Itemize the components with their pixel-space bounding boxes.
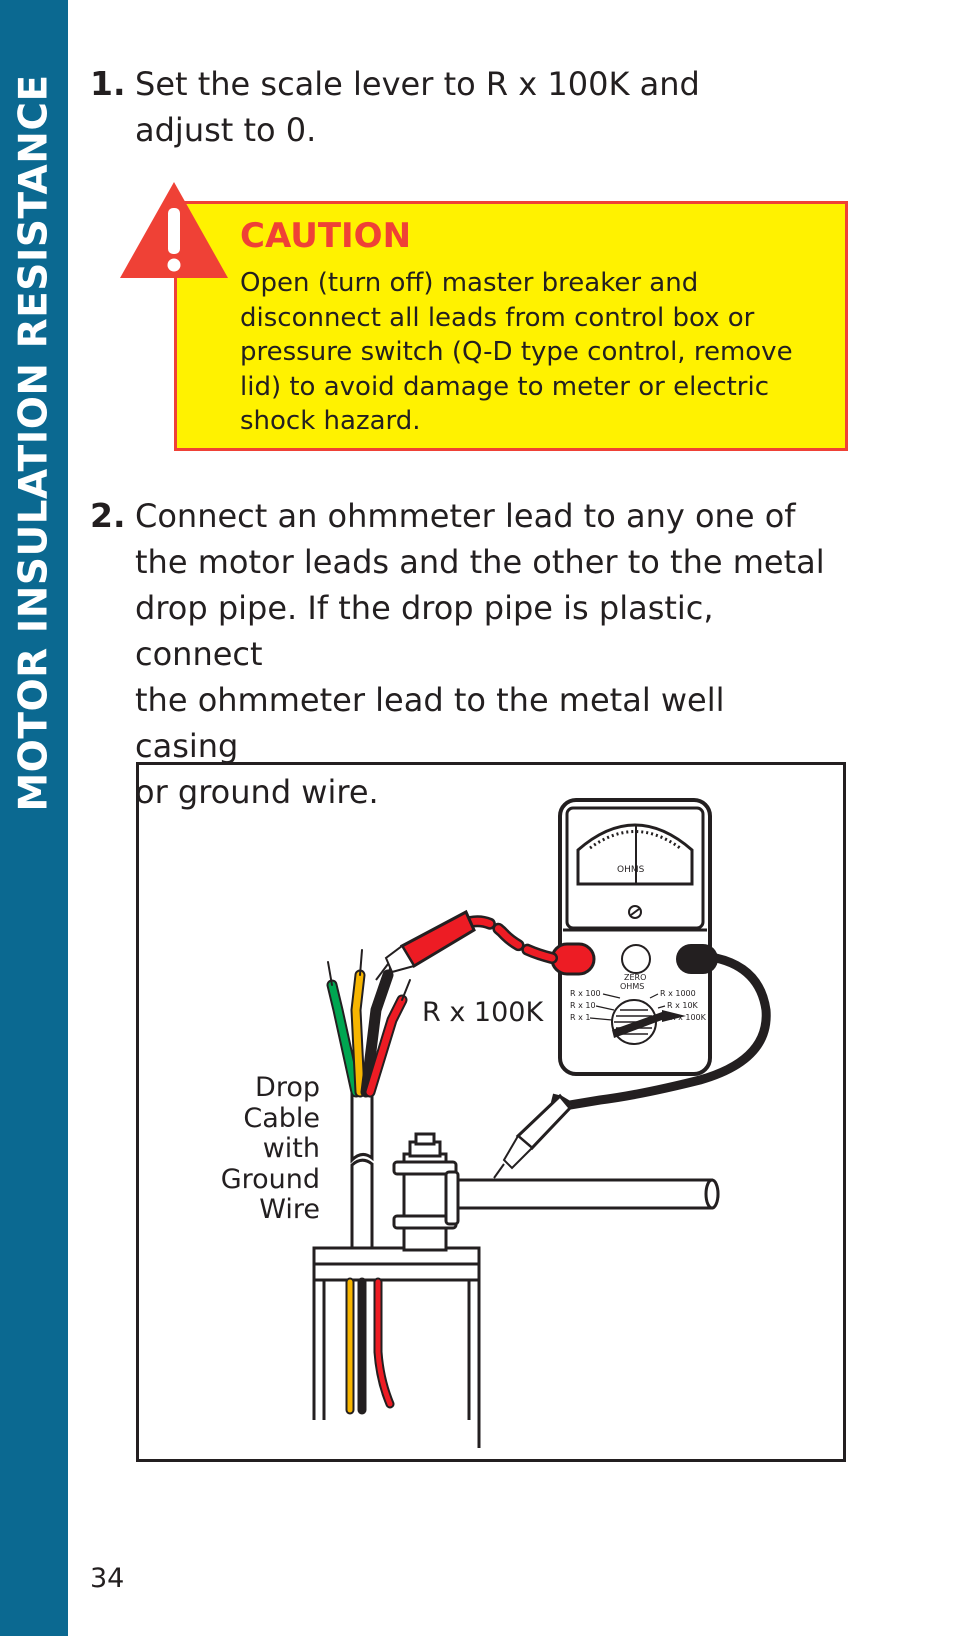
zero-label-line: ZERO [624,973,646,982]
step-line: adjust to 0. [135,111,317,149]
zero-label-line: OHMS [620,982,644,991]
step-line: or ground wire. [135,773,379,811]
drop-cable-label-line: Wire [259,1194,320,1225]
drop-cable-label: Drop Cable with Ground Wire [200,1072,320,1226]
step-text: Connect an ohmmeter lead to any one of t… [135,493,835,815]
drop-pipe [392,1132,720,1252]
step-text: Set the scale lever to R x 100K and adju… [135,61,835,153]
drop-cable-label-line: with [262,1133,320,1164]
range-label: R x 1000 [660,989,696,998]
well-casing [312,1246,481,1448]
warning-triangle-icon [120,182,228,278]
sidebar: MOTOR INSULATION RESISTANCE [0,0,68,1636]
step-number: 2. [90,496,126,535]
step-line: the ohmmeter lead to the metal well casi… [135,681,725,765]
caution-box [174,201,848,451]
casing-wires [345,1277,395,1415]
step-line: drop pipe. If the drop pipe is plastic, … [135,589,714,673]
black-test-lead [493,953,771,1179]
caution-line: pressure switch (Q-D type control, remov… [240,337,793,367]
ohmmeter: OHMS ZERO OHMS R x 100 R x 10 R x 1 R x … [550,798,718,1076]
range-label: R x 100 [570,989,601,998]
caution-line: lid) to avoid damage to meter or electri… [240,371,770,402]
drop-cable [350,1088,374,1250]
drop-cable-label-line: Cable [243,1102,320,1134]
cable-wires [326,949,411,1098]
step-line: Set the scale lever to R x 100K and [135,65,700,103]
range-label: R x 100K [670,1013,707,1022]
range-label: R x 10K [667,1001,699,1010]
caution-line: shock hazard. [240,406,421,436]
figure-frame [136,762,846,1462]
dial-label: OHMS [617,865,645,875]
range-label: R x 10 [570,1001,596,1010]
page-number: 34 [90,1563,125,1594]
caution-line: Open (turn off) master breaker and [240,268,699,298]
red-test-lead [375,909,558,981]
caution-text: Open (turn off) master breaker and disco… [240,266,840,439]
step-line: Connect an ohmmeter lead to any one of [135,497,796,535]
scale-setting-label: R x 100K [422,997,544,1028]
caution-line: disconnect all leads from control box or [240,302,755,333]
range-label: R x 1 [570,1013,590,1022]
drop-cable-label-line: Drop [255,1072,320,1103]
step-number: 1. [90,64,126,103]
caution-title: CAUTION [240,216,412,256]
drop-cable-label-line: Ground [220,1163,320,1195]
step-line: the motor leads and the other to the met… [135,543,825,581]
